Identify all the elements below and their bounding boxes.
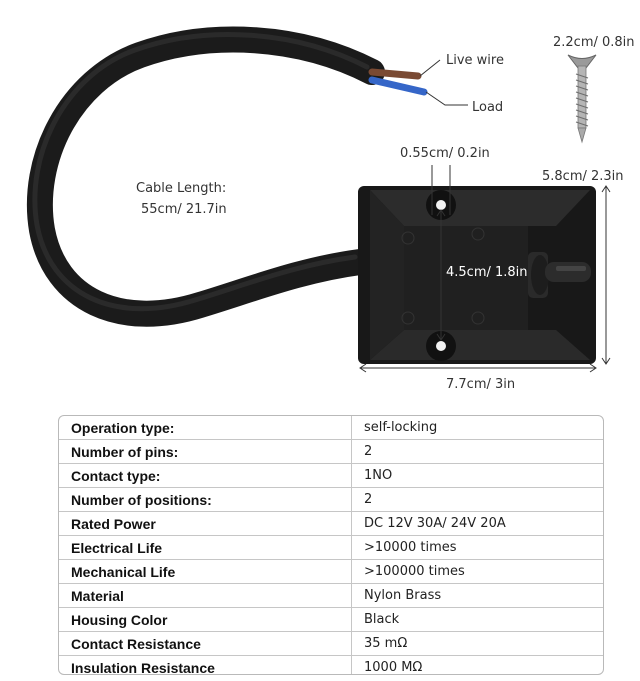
screw-size-label: 2.2cm/ 0.8in <box>553 35 635 50</box>
table-row: Number of positions:2 <box>59 487 603 512</box>
spec-label: Operation type: <box>59 416 352 440</box>
table-row: Mechanical Life>100000 times <box>59 559 603 584</box>
box-width-label: 7.7cm/ 3in <box>446 377 515 392</box>
cable-length-label: Cable Length: <box>136 181 226 196</box>
table-row: Insulation Resistance 1000 MΩ <box>59 655 603 675</box>
spec-label: Material <box>59 583 352 608</box>
product-diagram: Live wire Load Cable Length: 55cm/ 21.7i… <box>26 26 635 392</box>
spec-label: Mechanical Life <box>59 559 352 584</box>
table-row: Contact type:1NO <box>59 463 603 488</box>
wire-leaders <box>419 59 468 106</box>
dimension-lines <box>359 165 611 373</box>
spec-value: DC 12V 30A/ 24V 20A <box>351 511 603 536</box>
spec-label: Insulation Resistance <box>59 655 352 674</box>
table-row: Electrical Life>10000 times <box>59 535 603 560</box>
spec-label: Contact Resistance <box>59 631 352 656</box>
spec-value: self-locking <box>351 416 603 440</box>
spec-value: >10000 times <box>351 535 603 560</box>
live-wire-label: Live wire <box>446 53 504 68</box>
cable-length-value: 55cm/ 21.7in <box>141 202 227 217</box>
cable <box>26 26 385 327</box>
spec-label: Housing Color <box>59 607 352 632</box>
table-row: Number of pins:2 <box>59 439 603 464</box>
spec-label: Number of pins: <box>59 439 352 464</box>
spec-value: >100000 times <box>351 559 603 584</box>
spec-label: Contact type: <box>59 463 352 488</box>
spec-table: Operation type:self-locking Number of pi… <box>58 415 604 675</box>
spec-value: Black <box>351 607 603 632</box>
box-height-label: 5.8cm/ 2.3in <box>542 169 624 184</box>
spec-value: 1NO <box>351 463 603 488</box>
spec-label: Rated Power <box>59 511 352 536</box>
switch-box <box>358 186 596 364</box>
load-label: Load <box>472 100 503 115</box>
spec-label: Number of positions: <box>59 487 352 512</box>
spec-value: 2 <box>351 487 603 512</box>
screw-icon <box>567 54 597 144</box>
spec-value: 2 <box>351 439 603 464</box>
spec-label: Electrical Life <box>59 535 352 560</box>
spec-value: 1000 MΩ <box>364 659 423 675</box>
hole-spacing-label: 4.5cm/ 1.8in <box>446 265 528 280</box>
wire-ends <box>368 68 428 96</box>
table-row: Operation type:self-locking <box>59 416 603 440</box>
toggle-lever-icon <box>528 252 591 298</box>
hole-diameter-label: 0.55cm/ 0.2in <box>400 146 490 161</box>
spec-value: 35 mΩ <box>351 631 603 656</box>
spec-value: Nylon Brass <box>351 583 603 608</box>
